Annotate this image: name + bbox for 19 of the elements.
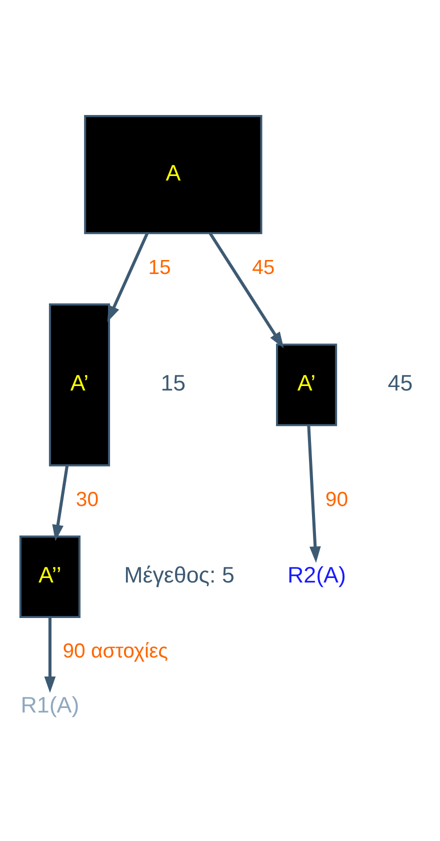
arrow	[208, 232, 284, 348]
node-label: Μέγεθος: 5	[124, 562, 234, 588]
node-text: R1(A)	[20, 692, 80, 718]
arrow	[44, 617, 56, 693]
edge-label: 90 αστοχίες	[62, 640, 168, 663]
node-label: 45	[388, 370, 413, 396]
edge-label: 90	[325, 489, 348, 512]
node-box: A	[84, 115, 262, 234]
node-box: A’’	[19, 536, 81, 618]
edge-label: 30	[76, 489, 99, 512]
edge-label: 45	[252, 256, 275, 279]
edge-label: 15	[148, 256, 171, 279]
node-label: 15	[160, 370, 186, 396]
node-box: A’	[276, 344, 338, 426]
arrow	[307, 425, 321, 563]
arrow	[107, 232, 149, 322]
arrow	[52, 465, 69, 542]
node-box: A’	[48, 303, 110, 466]
node-text: R2(A)	[288, 562, 346, 588]
